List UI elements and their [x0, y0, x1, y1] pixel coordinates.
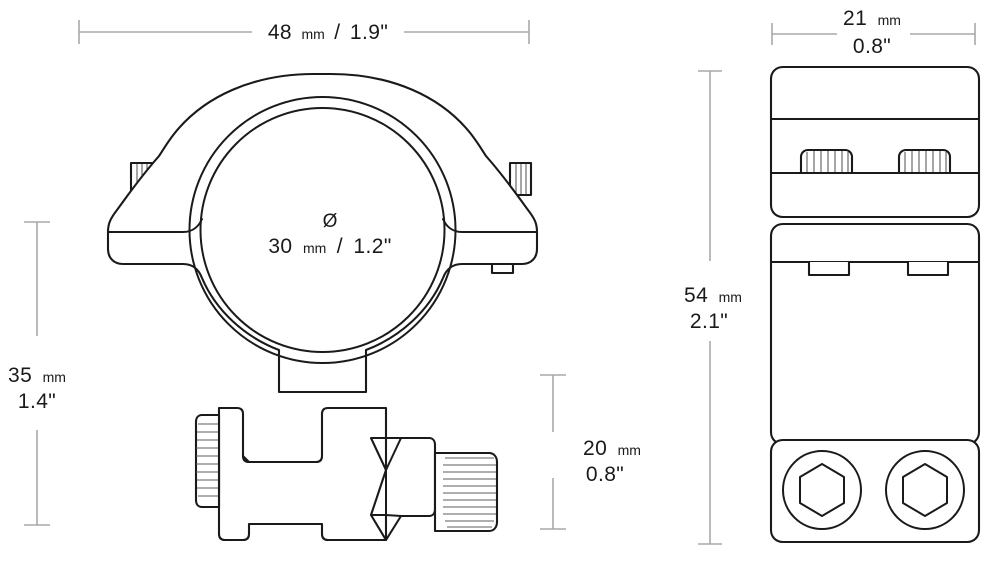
front-right-clamp-jaw	[369, 436, 437, 542]
diameter-symbol-icon: Ø	[323, 211, 338, 232]
front-ring-body	[106, 72, 539, 394]
front-ring-bore	[188, 96, 457, 364]
front-ring-inner-wall	[199, 107, 446, 353]
dimension-label-20mm-metric: 20 mm	[583, 437, 641, 460]
dimension-base-height-20mm	[540, 374, 566, 530]
dimension-label-35mm-imperial: 1.4"	[18, 390, 56, 413]
dimension-label-48mm: 48 mm / 1.9"	[268, 21, 388, 44]
dimension-side-width-21mm	[771, 23, 976, 45]
front-base-right-screw	[433, 451, 499, 533]
front-right-jaw-fold	[385, 437, 402, 517]
side-body-block	[769, 222, 981, 446]
dimension-label-20mm-imperial: 0.8"	[586, 463, 624, 486]
front-saddle-split-left	[107, 218, 203, 233]
dimension-side-height-54mm	[698, 70, 722, 545]
front-base-inner-step	[242, 455, 250, 463]
dimension-width-48mm	[78, 20, 530, 44]
dimension-label-30mm: 30 mm / 1.2"	[268, 235, 391, 258]
side-screw-left	[799, 148, 854, 175]
side-slot-tab-right	[906, 260, 950, 277]
dimension-label-21mm-metric: 21 mm	[843, 7, 901, 30]
side-top-cap	[769, 65, 981, 219]
side-hex-bolt-left	[782, 450, 862, 530]
side-hex-bolt-right	[885, 450, 965, 530]
dimension-label-54mm-metric: 54 mm	[684, 284, 742, 307]
front-base-left-screw	[194, 413, 221, 509]
side-slot-tab-left	[807, 260, 851, 277]
side-screw-right	[897, 148, 952, 175]
dimension-label-54mm-imperial: 2.1"	[690, 310, 728, 333]
dimension-height-35mm	[24, 221, 50, 526]
dimension-label-35mm-metric: 35 mm	[8, 364, 66, 387]
dimension-label-21mm-imperial: 0.8"	[853, 35, 891, 58]
front-saddle-split-right	[442, 218, 538, 233]
front-clamp-base	[217, 406, 388, 542]
